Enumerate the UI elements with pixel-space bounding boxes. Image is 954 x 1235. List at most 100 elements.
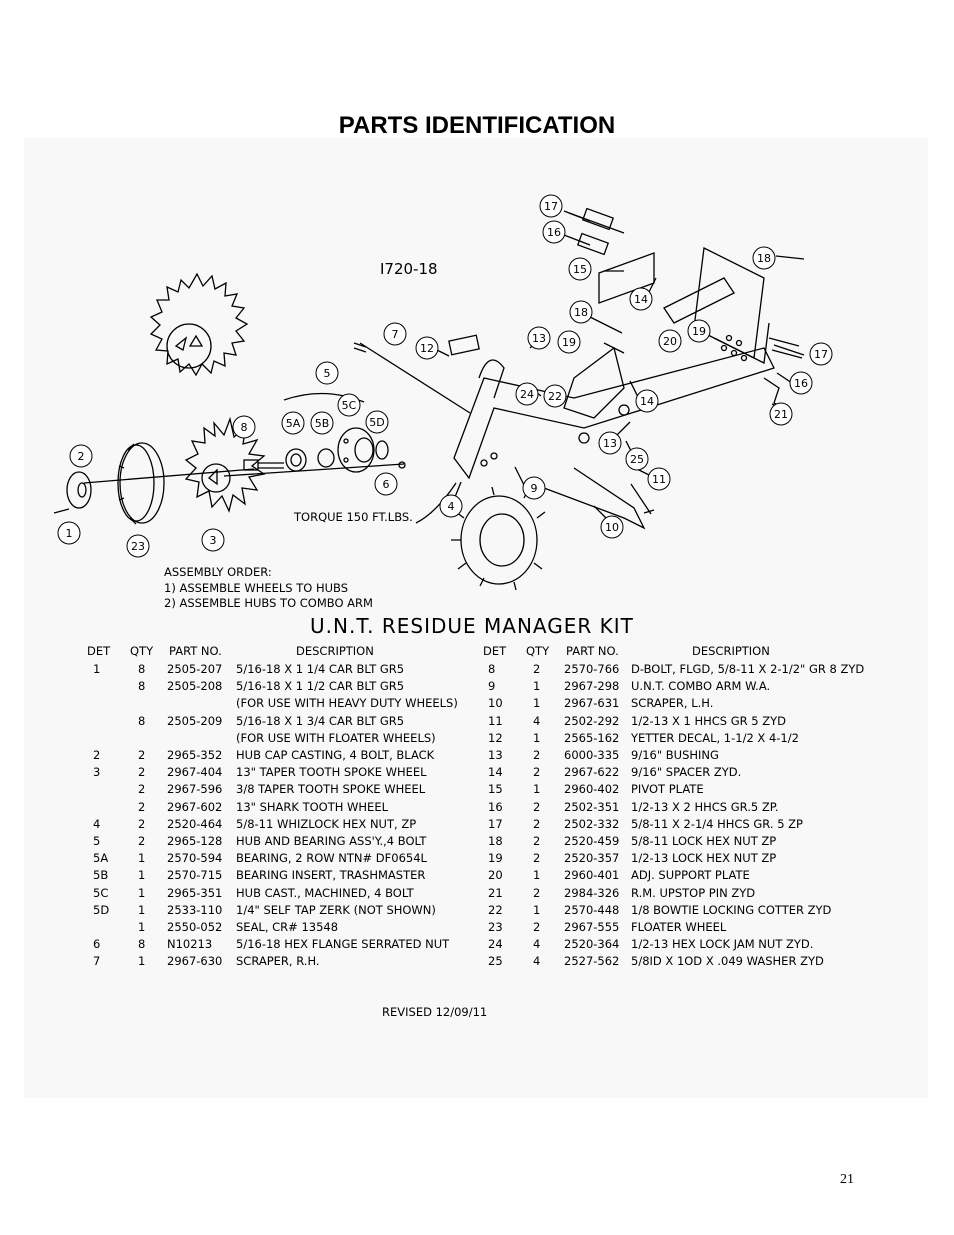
cell-det: 4: [93, 816, 101, 831]
cell-part: 2520-464: [167, 816, 223, 831]
cell-desc: SCRAPER, R.H.: [236, 954, 320, 969]
cell-det: 5A: [93, 851, 109, 866]
cell-part: 2967-596: [167, 782, 223, 797]
cell-part: 2570-594: [167, 851, 223, 866]
cell-desc: PIVOT PLATE: [631, 782, 704, 797]
callout-25: 25: [625, 447, 649, 471]
cell-qty: 1: [138, 920, 146, 934]
scraper-plate-icon: [563, 346, 625, 419]
svg-text:13: 13: [532, 332, 546, 345]
cell-desc: 9/16" BUSHING: [631, 748, 719, 762]
page-number: 21: [840, 1172, 854, 1187]
callout-19-mid: 19: [557, 330, 581, 354]
cell-qty: 1: [533, 902, 541, 917]
callout-2: 2: [69, 444, 93, 468]
callout-23: 23: [126, 534, 150, 558]
cell-det: 17: [488, 816, 503, 831]
callout-22: 22: [543, 384, 567, 408]
callout-9: 9: [522, 476, 546, 500]
cell-desc: 5/8ID X 1OD X .049 WASHER ZYD: [631, 954, 824, 969]
svg-text:19: 19: [692, 325, 706, 338]
svg-text:4: 4: [448, 500, 455, 513]
svg-text:11: 11: [652, 473, 666, 486]
cell-part: 2960-401: [564, 868, 620, 883]
cell-qty: 4: [533, 713, 541, 728]
cell-det: 7: [93, 954, 101, 969]
svg-text:20: 20: [663, 335, 677, 348]
cell-desc: 5/16-18 HEX FLANGE SERRATED NUT: [236, 937, 450, 952]
cell-desc: HUB CAST., MACHINED, 4 BOLT: [236, 885, 414, 900]
callout-16-top: 16: [542, 220, 566, 244]
cell-det: 20: [488, 868, 503, 883]
cell-part: 2967-622: [564, 765, 620, 780]
callout-13-mid: 13: [598, 431, 622, 455]
cell-qty: 2: [138, 799, 146, 814]
svg-text:23: 23: [131, 540, 145, 553]
callout-19-right: 19: [687, 319, 711, 343]
cell-desc: HUB AND BEARING ASS'Y.,4 BOLT: [236, 834, 427, 848]
cell-desc: 5/8-11 LOCK HEX NUT ZP: [631, 834, 777, 848]
col-qty: QTY: [130, 644, 154, 658]
cell-det: 22: [488, 902, 503, 917]
hhcs-bolt-icon: [768, 337, 803, 359]
svg-text:7: 7: [392, 328, 399, 341]
callout-5a: 5A: [281, 411, 305, 435]
cell-desc: 5/16-18 X 1 1/4 CAR BLT GR5: [236, 662, 405, 676]
cell-qty: 8: [138, 679, 146, 694]
callout-16-right: 16: [789, 371, 813, 395]
col-part: PART NO.: [169, 644, 222, 658]
cell-qty: 8: [138, 937, 146, 952]
svg-text:19: 19: [562, 336, 576, 349]
col-part: PART NO.: [566, 644, 619, 658]
cell-desc: SCRAPER, L.H.: [631, 696, 714, 711]
svg-text:5D: 5D: [369, 416, 384, 429]
cell-part: 2502-292: [564, 713, 620, 728]
svg-text:21: 21: [774, 408, 788, 421]
svg-text:1: 1: [66, 527, 73, 540]
col-det: DET: [87, 644, 111, 658]
cell-desc: ADJ. SUPPORT PLATE: [631, 868, 750, 883]
table-header-left: DET QTY PART NO. DESCRIPTION: [0, 644, 470, 660]
callout-5d: 5D: [365, 410, 389, 434]
cell-det: 1: [93, 662, 101, 676]
callout-4: 4: [439, 494, 463, 518]
col-qty: QTY: [526, 644, 550, 658]
cell-part: 2527-562: [564, 954, 620, 969]
cell-qty: 1: [138, 902, 146, 917]
cell-part: 2550-052: [167, 920, 223, 934]
cell-det: 15: [488, 782, 503, 797]
cell-det: 11: [488, 713, 503, 728]
callout-24: 24: [515, 382, 539, 406]
callout-13-top: 13: [527, 326, 551, 350]
cell-desc: 13" TAPER TOOTH SPOKE WHEEL: [236, 765, 427, 780]
cell-det: 23: [488, 920, 503, 934]
callout-18-mid: 18: [569, 300, 593, 324]
svg-text:12: 12: [420, 342, 434, 355]
cell-det: 6: [93, 937, 101, 952]
cell-desc: 1/2-13 X 2 HHCS GR.5 ZP.: [631, 799, 779, 814]
svg-text:8: 8: [241, 421, 248, 434]
svg-text:22: 22: [548, 390, 562, 403]
cell-part: 2565-162: [564, 730, 620, 745]
cell-det: 16: [488, 799, 503, 814]
svg-text:16: 16: [794, 377, 808, 390]
cell-qty: 2: [138, 765, 146, 780]
svg-text:24: 24: [520, 388, 534, 401]
bearing-insert-icon: [317, 448, 335, 468]
callout-5: 5: [315, 361, 339, 385]
cell-det: 8: [488, 662, 496, 676]
callout-6: 6: [374, 472, 398, 496]
